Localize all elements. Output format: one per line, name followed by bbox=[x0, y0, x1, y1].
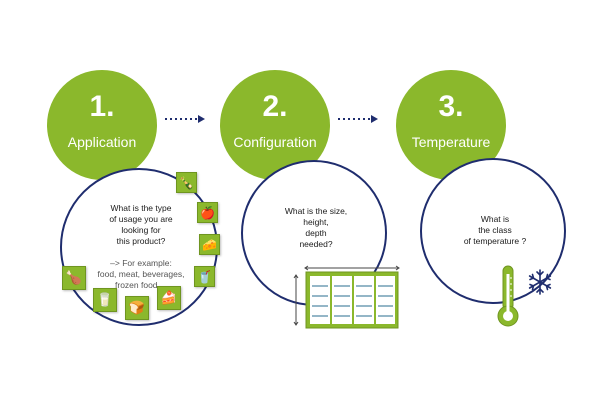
step-2-number: 2. bbox=[262, 90, 288, 123]
step-1-number: 1. bbox=[89, 90, 115, 123]
drink-icon: 🥤 bbox=[194, 266, 215, 287]
step-2-title: Configuration bbox=[233, 134, 317, 150]
apple-icon: 🍎 bbox=[197, 202, 218, 223]
step-3-number: 3. bbox=[438, 90, 464, 123]
cheese-icon: 🧀 bbox=[199, 234, 220, 255]
step-2-question: What is the size, height, depth needed? bbox=[284, 206, 348, 249]
thermometer-icon bbox=[497, 265, 519, 327]
chicken-icon: 🍗 bbox=[62, 266, 86, 290]
bread-icon: 🍞 bbox=[125, 296, 149, 320]
cake-icon: 🍰 bbox=[157, 286, 181, 310]
milk-carton-icon: 🥛 bbox=[93, 288, 117, 312]
bottles-icon: 🍾 bbox=[176, 172, 197, 193]
step-3-title: Temperature bbox=[411, 134, 491, 150]
step-1-circle: 1. Application bbox=[47, 70, 157, 180]
step-1-question-example: –> For example: food, meat, beverages, f… bbox=[97, 258, 185, 290]
dotted-arrow-icon bbox=[165, 115, 205, 123]
step-1-title: Application bbox=[67, 134, 137, 150]
dotted-arrow-icon bbox=[338, 115, 378, 123]
step-1-question: What is the type of usage you are lookin… bbox=[72, 192, 210, 291]
step-3-question: What is the class of temperature ? bbox=[463, 214, 527, 246]
snowflake-icon bbox=[528, 269, 552, 295]
step-1-question-main: What is the type of usage you are lookin… bbox=[109, 203, 173, 246]
step-3-question-ring: What is the class of temperature ? bbox=[420, 158, 566, 304]
step-2-circle: 2. Configuration bbox=[220, 70, 330, 180]
refrigerated-display-cabinet-icon bbox=[293, 265, 400, 329]
